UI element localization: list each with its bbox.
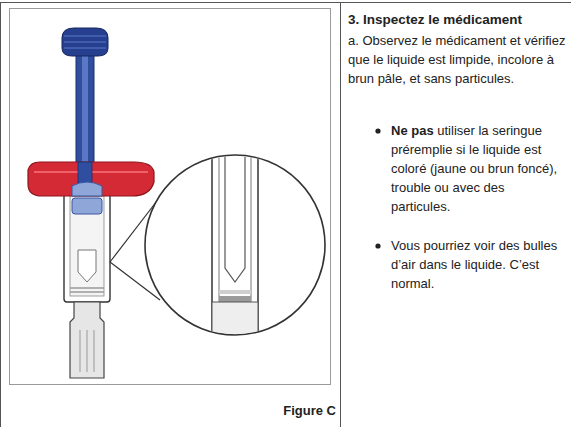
bullet-dots [375,128,380,248]
warning-text: Ne pas utiliser la seringue préremplie s… [391,121,563,216]
body-text: a. Observez le médicament et vérifiez qu… [348,33,565,86]
illustration-frame [10,9,331,385]
instruction-text: a. Observez le médicament et vérifiez qu… [348,31,566,88]
finger-flange [28,162,154,196]
syringe-barrel [64,190,110,378]
figure-caption: Figure C [262,401,336,420]
bold-text: 3. Inspectez le médicament [348,12,522,27]
plunger [62,28,108,182]
body-text: Vous pourriez voir des bulles d’air dans… [391,238,557,291]
magnified-view [145,150,325,342]
note-text: Vous pourriez voir des bulles d’air dans… [391,236,563,293]
bold-text: Figure C [283,403,336,418]
bold-text: Ne pas [391,123,434,138]
step-heading: 3. Inspectez le médicament [348,10,568,29]
